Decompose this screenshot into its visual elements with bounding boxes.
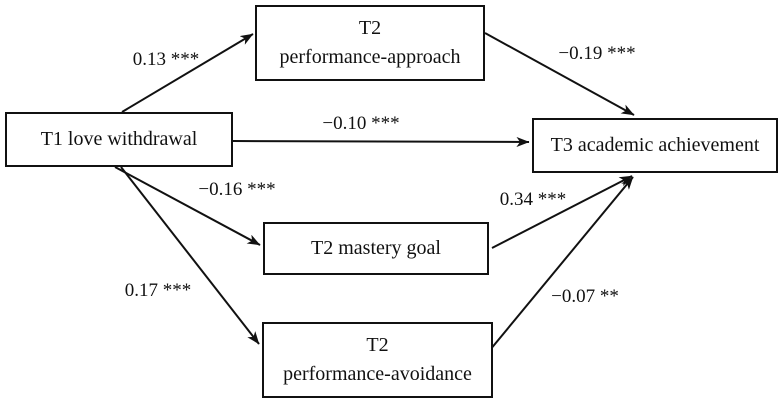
node-label: T3 academic achievement	[550, 134, 760, 156]
arrow-performance-avoidance-to-t3	[489, 176, 634, 351]
arrow-t1-to-performance-avoidance	[120, 166, 260, 345]
node-label: T1 love withdrawal	[40, 128, 198, 150]
node-t2-performance-avoidance: T2 performance-avoidance	[262, 322, 493, 398]
arrow-performance-approach-to-t3	[484, 32, 635, 116]
arrow-t1-to-t3-direct	[232, 136, 530, 147]
node-label-line2: performance-approach	[279, 46, 461, 68]
node-t2-mastery-goal: T2 mastery goal	[263, 222, 489, 275]
arrow-t1-to-mastery-goal	[114, 166, 261, 246]
node-t3-academic-achievement: T3 academic achievement	[532, 118, 778, 173]
coefficient-t1-to-performance-approach: 0.13 ***	[132, 49, 200, 70]
node-t1-love-withdrawal: T1 love withdrawal	[5, 112, 233, 167]
node-t2-performance-approach: T2 performance-approach	[255, 5, 485, 81]
node-label-line2: performance-avoidance	[283, 363, 472, 385]
coefficient-t1-to-t3-direct: −0.10 ***	[322, 113, 400, 134]
coefficient-performance-avoidance-to-t3: −0.07 **	[551, 286, 619, 307]
coefficient-mastery-goal-to-t3: 0.34 ***	[499, 189, 567, 210]
arrow-t1-to-performance-approach	[121, 33, 254, 113]
arrow-mastery-goal-to-t3	[491, 175, 633, 249]
node-label-line1: T2	[366, 334, 389, 356]
coefficient-t1-to-performance-avoidance: 0.17 ***	[124, 280, 192, 301]
node-label: T2 mastery goal	[311, 237, 441, 259]
coefficient-performance-approach-to-t3: −0.19 ***	[558, 43, 636, 64]
coefficient-t1-to-mastery-goal: −0.16 ***	[198, 179, 276, 200]
node-label-line1: T2	[358, 17, 382, 39]
